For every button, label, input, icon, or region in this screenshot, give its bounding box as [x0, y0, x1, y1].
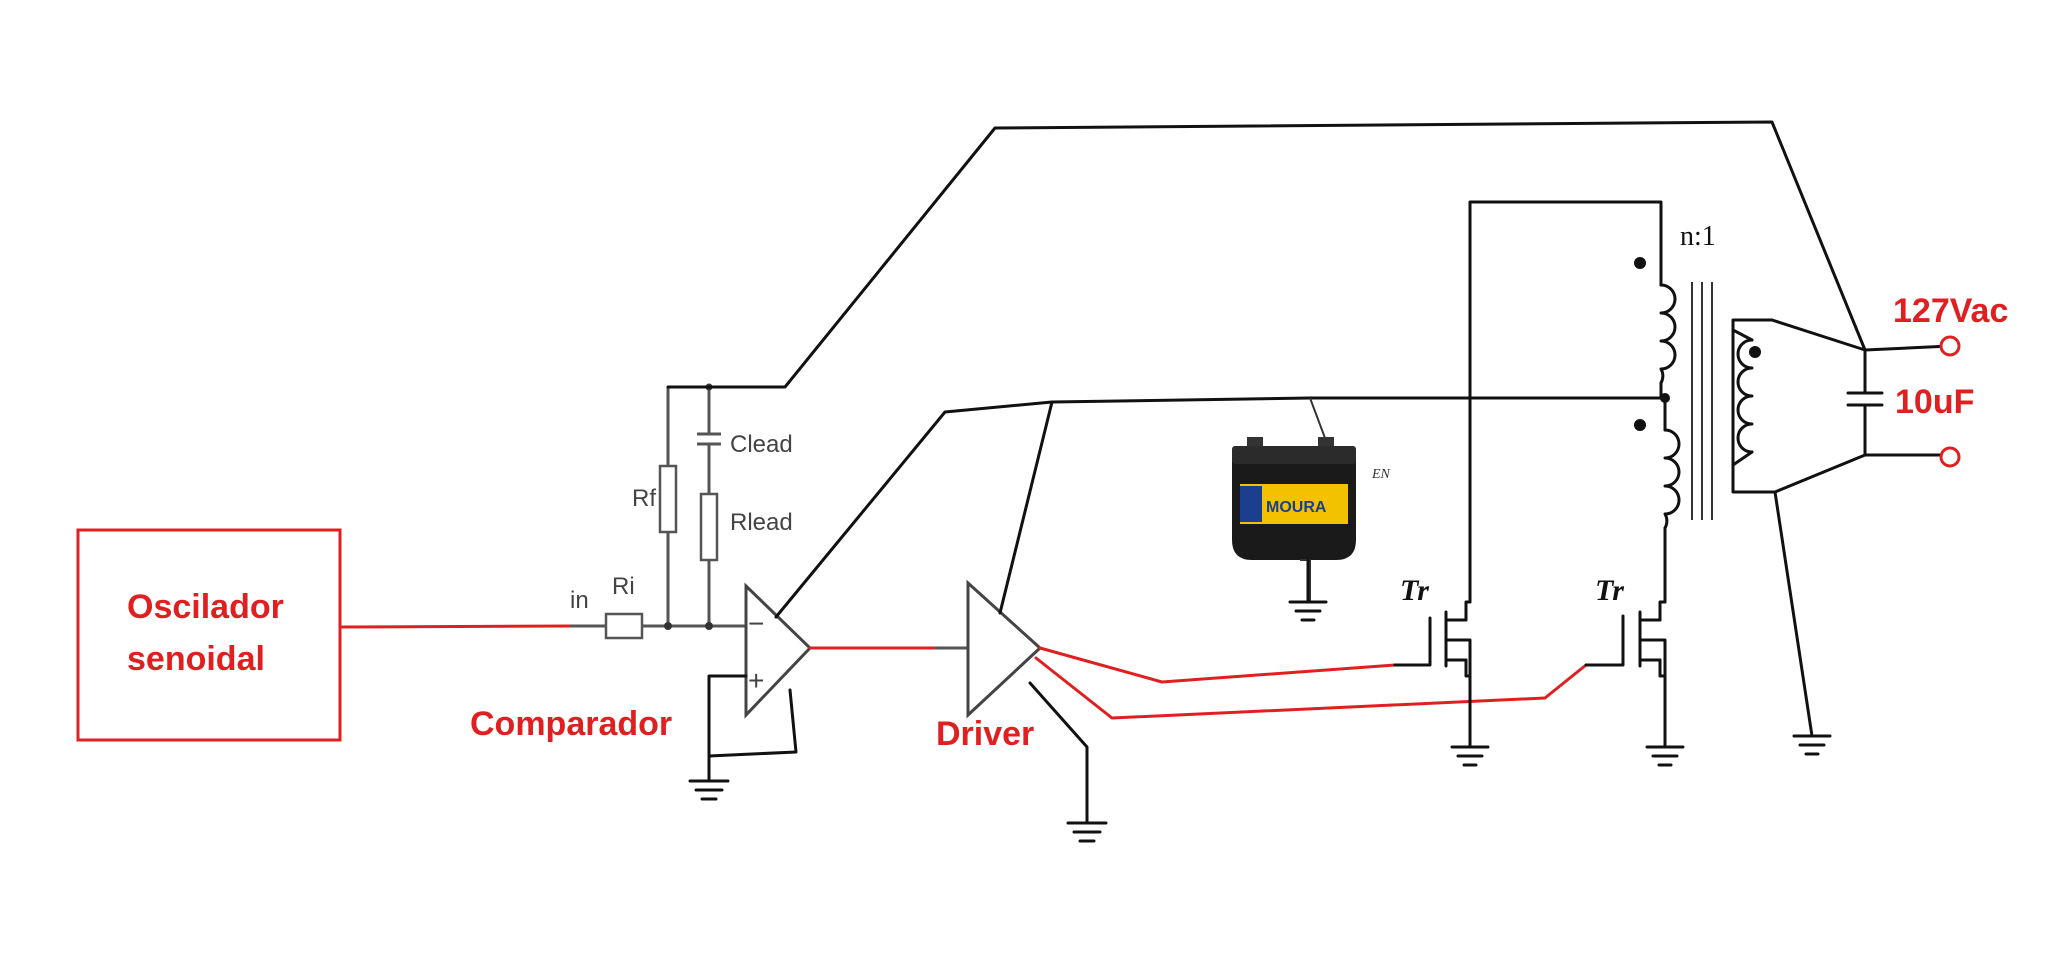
gate-drive-wire-left — [1038, 646, 1397, 684]
clead-label: Clead — [730, 431, 793, 458]
oscillator-label-line1: Oscilador — [127, 588, 284, 626]
polarity-dot — [1634, 257, 1646, 269]
output-terminal-bottom — [1939, 446, 1961, 468]
ground-symbol — [688, 779, 730, 801]
transformer-core — [1691, 282, 1713, 520]
output-terminal-top — [1939, 335, 1961, 357]
battery-terminal-pos — [1318, 437, 1334, 447]
rf-label: Rf — [632, 485, 656, 512]
capacitor-label: 10uF — [1895, 383, 1974, 421]
transistor-right: Tr — [1584, 528, 1685, 767]
output-voltage-label: 127Vac — [1893, 292, 2008, 330]
input-label: in — [570, 587, 589, 614]
transistor-left: Tr — [1393, 200, 1663, 767]
resistor-rf — [658, 464, 678, 534]
resistor-rlead — [699, 492, 719, 562]
battery: MOURA EN — [1232, 437, 1391, 622]
output-terminals: 127Vac — [1893, 292, 2008, 468]
opamp-plus-label: + — [748, 665, 764, 696]
ground-symbol — [1288, 600, 1328, 622]
rlead-label: Rlead — [730, 509, 793, 536]
comparator-label: Comparador — [470, 705, 672, 743]
feedback-wire — [666, 120, 1867, 389]
comparator-opamp: − + Comparador — [470, 582, 813, 801]
gate-drive-wire-right — [1034, 656, 1588, 720]
sense-wire — [774, 400, 1054, 619]
ri-label: Ri — [612, 573, 635, 600]
ground-symbol — [1792, 734, 1832, 756]
output-capacitor: 10uF — [1846, 348, 1974, 457]
driver-label: Driver — [936, 715, 1034, 753]
battery-terminal-neg — [1247, 437, 1263, 447]
polarity-dot — [1634, 419, 1646, 431]
input-network: in Ri Rf Clead Rlead — [570, 383, 793, 640]
oscillator-label-line2: senoidal — [127, 640, 265, 678]
transistor-right-label: Tr — [1595, 574, 1624, 607]
transistor-left-label: Tr — [1400, 574, 1429, 607]
capacitor-clead — [697, 432, 721, 446]
resistor-ri — [604, 612, 644, 640]
polarity-dot — [1749, 346, 1761, 358]
battery-tag: EN — [1371, 467, 1391, 482]
driver-block: Driver — [936, 400, 1108, 843]
ground-symbol — [1066, 821, 1108, 843]
oscillator-block: Oscilador senoidal — [76, 528, 342, 742]
oscillator-output-wire — [338, 624, 572, 629]
ground-symbol — [1645, 745, 1685, 767]
turns-ratio-label: n:1 — [1680, 221, 1716, 252]
opamp-minus-label: − — [748, 608, 764, 639]
ground-symbol — [1450, 745, 1490, 767]
battery-brand: MOURA — [1266, 499, 1327, 516]
center-rail — [1050, 396, 1667, 404]
